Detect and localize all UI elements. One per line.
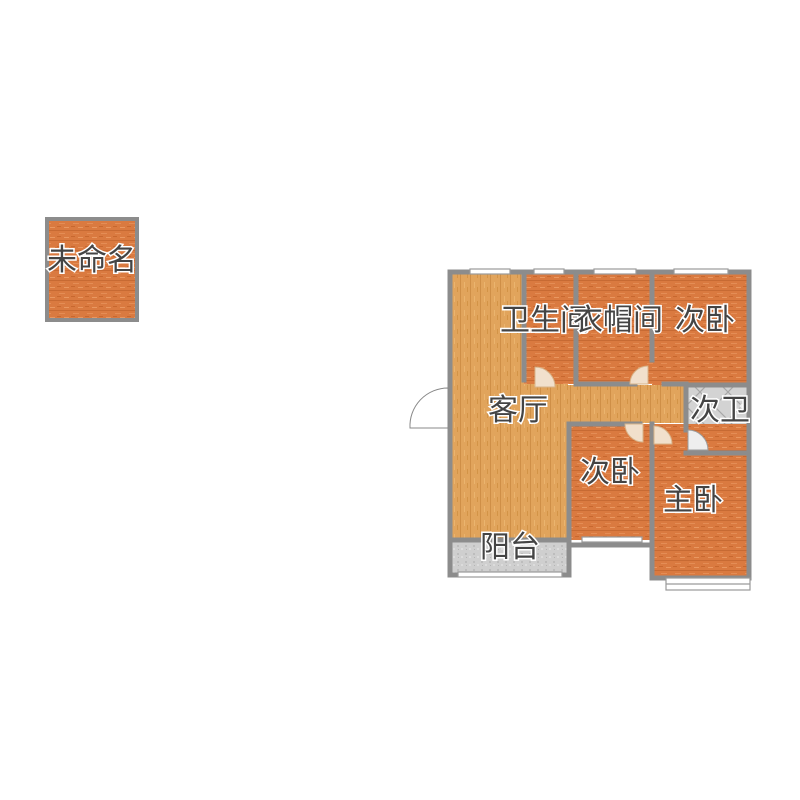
window-top-left bbox=[469, 268, 511, 275]
corridor-floor bbox=[568, 385, 685, 423]
room-unnamed-wall bbox=[45, 217, 139, 322]
label-second-bathroom: 次卫 bbox=[690, 393, 750, 428]
label-balcony: 阳台 bbox=[480, 530, 540, 565]
master-bedroom-door bbox=[653, 425, 673, 445]
label-second-bedroom-mid: 次卧 bbox=[580, 455, 640, 490]
label-master-bedroom: 主卧 bbox=[663, 483, 723, 518]
room-unnamed-floor bbox=[47, 219, 137, 320]
second-bathroom-door bbox=[687, 429, 709, 451]
room-labels: 未命名 卫生间 衣帽间 次卧 客厅 次卫 次卧 主卧 阳台 bbox=[46, 242, 752, 567]
cloakroom-floor bbox=[576, 272, 652, 384]
balcony-floor bbox=[450, 540, 569, 574]
bathroom-door bbox=[534, 366, 556, 388]
window-second-bedroom-top bbox=[673, 268, 729, 275]
window-cloakroom bbox=[593, 268, 637, 275]
label-unnamed: 未命名 bbox=[47, 243, 137, 278]
apartment bbox=[409, 268, 752, 591]
windows bbox=[457, 268, 751, 591]
label-bathroom: 卫生间 bbox=[500, 303, 590, 338]
window-bathroom bbox=[533, 268, 565, 275]
cloakroom-door bbox=[629, 365, 649, 385]
doors bbox=[409, 365, 709, 451]
mid-bedroom-door bbox=[624, 423, 644, 443]
entry-door bbox=[409, 387, 449, 429]
bathroom-floor bbox=[524, 272, 576, 384]
label-second-bedroom-top: 次卧 bbox=[675, 303, 735, 338]
window-second-bedroom-mid bbox=[581, 536, 643, 543]
label-living-room: 客厅 bbox=[488, 393, 548, 428]
room-unnamed bbox=[45, 217, 139, 322]
window-balcony bbox=[457, 571, 563, 578]
label-cloakroom: 衣帽间 bbox=[573, 303, 663, 338]
second-bedroom-mid-floor bbox=[569, 424, 652, 540]
second-bedroom-top-floor bbox=[652, 272, 749, 385]
